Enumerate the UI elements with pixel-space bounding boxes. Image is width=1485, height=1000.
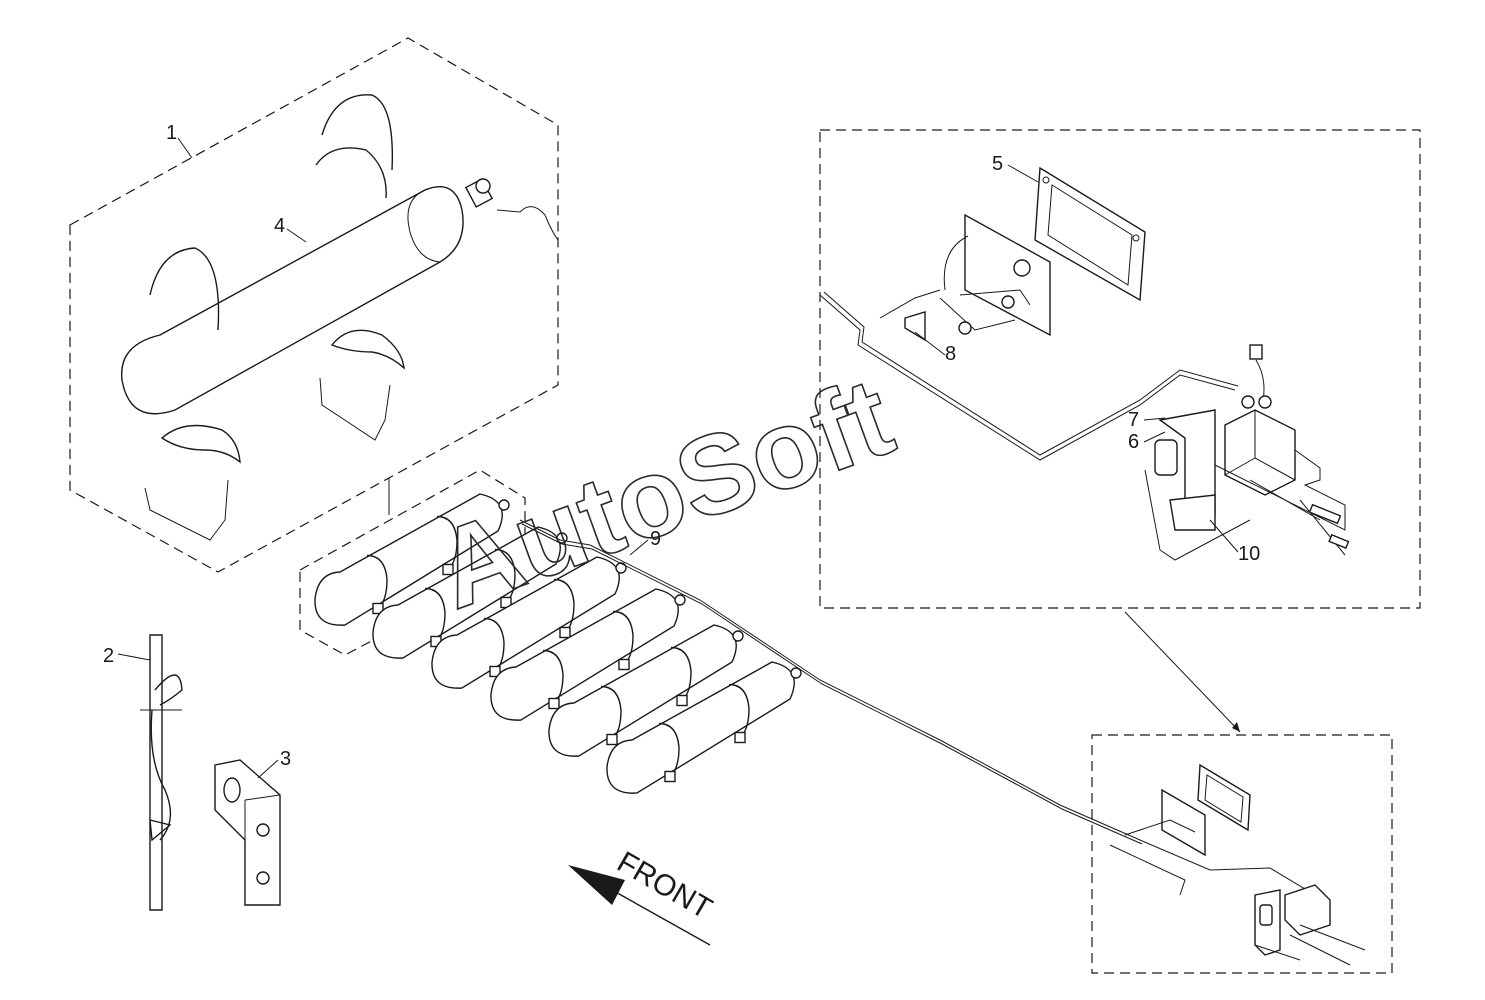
tank-cylinder [314, 493, 510, 626]
callout-10: 10 [1238, 543, 1260, 565]
regulator-detail-box: 5 8 7 6 10 [819, 129, 1421, 609]
tank-cylinder [490, 588, 686, 721]
callout-9: 9 [650, 528, 661, 550]
front-direction-indicator: FRONT [568, 845, 718, 946]
callout-5: 5 [992, 153, 1003, 175]
callout-4: 4 [274, 215, 285, 237]
cng-tank-pack: 9 [299, 469, 1143, 845]
callout-8: 8 [945, 343, 956, 365]
regulator-overview-box [1091, 734, 1393, 974]
callout-7: 7 [1128, 409, 1139, 431]
callout-6: 6 [1128, 431, 1139, 453]
tank-cylinder [548, 624, 744, 757]
bracket-part-3: 3 [214, 748, 291, 906]
tank-assembly-detail: 1 4 [69, 37, 559, 573]
front-label: FRONT [612, 845, 718, 925]
callout-1: 1 [166, 122, 177, 144]
callout-2: 2 [103, 645, 114, 667]
callout-3: 3 [280, 748, 291, 770]
tank-cylinder [606, 661, 802, 794]
tank-cylinder [431, 556, 627, 689]
strap-part-2: 2 [103, 634, 183, 911]
tank-cylinder [372, 526, 568, 659]
